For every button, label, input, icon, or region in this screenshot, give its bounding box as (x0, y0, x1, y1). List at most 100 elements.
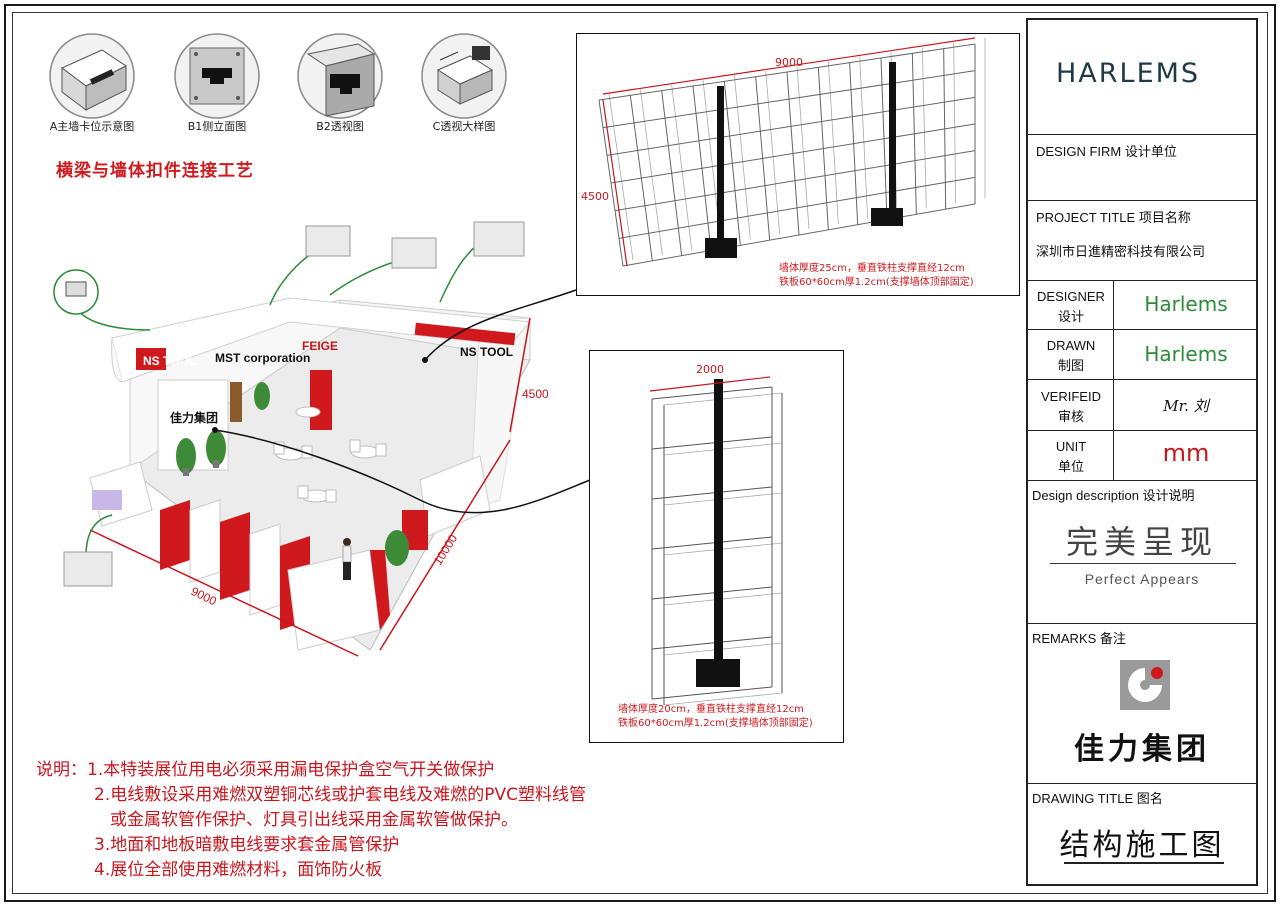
wall-small-dim-top: 2000 (696, 363, 724, 376)
wall-small-note-1: 墙体厚度20cm，垂直铁柱支撑直经12cm (618, 704, 804, 715)
verified-cell: VERIFEID 审核 Mr. 刘 (1028, 380, 1256, 431)
note-line-5: 4.展位全部使用难燃材料，面饰防火板 (94, 860, 383, 880)
unit-cell: UNIT 单位 mm (1028, 431, 1256, 481)
unit-label-en: UNIT (1055, 439, 1087, 454)
wall-small-grid-h (651, 436, 773, 450)
wall-small-dim-top-line (649, 376, 771, 392)
booth-dimension-lines (89, 317, 531, 657)
wall-large-grid-v-back (671, 84, 693, 250)
booth-visitor (342, 538, 352, 580)
verified-signature: Mr. 刘 (1163, 397, 1209, 415)
wall-small-grid-h (651, 486, 773, 500)
joint-c-caption: C透视大样图 (432, 120, 496, 133)
remarks-company-name: 佳力集团 (1074, 732, 1210, 767)
sign-ns-tool-left: NS TOOL (143, 354, 196, 368)
unit-value: mm (1162, 439, 1210, 467)
note-line-3: 或金属软管作保护、灯具引出线采用金属软管做保护。 (110, 810, 518, 830)
design-description-en: Perfect Appears (1084, 571, 1200, 587)
booth-plants (176, 382, 409, 566)
designer-label-box: DESIGNER 设计 (1028, 281, 1114, 329)
booth-render: NS TOOL MST corporation FEIGE NS TOOL 佳力… (89, 297, 549, 657)
drawn-label-cn: 制图 (1057, 358, 1084, 373)
design-description-divider (1050, 563, 1236, 564)
wall-large-grid-v-back (953, 42, 957, 204)
wall-small-grid-h (651, 386, 773, 400)
remarks-cell: REMARKS 备注 佳力集团 (1028, 624, 1256, 784)
wall-large-dim-top: 9000 (775, 56, 803, 69)
drawn-cell: DRAWN 制图 Harlems (1028, 330, 1256, 380)
wall-small-grid-h (651, 686, 773, 700)
sign-feige: FEIGE (302, 339, 338, 353)
inner-frame (12, 12, 1268, 894)
callout-lines (53, 221, 591, 587)
drawn-value: Harlems (1144, 342, 1228, 366)
wall-large-grid-v-back (608, 93, 634, 261)
joint-a-caption: A主墙卡位示意图 (49, 120, 135, 133)
project-title-cell: PROJECT TITLE 项目名称 深圳市日進精密科技有限公司 (1028, 201, 1256, 281)
wall-large-grid-h (622, 203, 976, 267)
drawing-title-label: DRAWING TITLE 图名 (1032, 791, 1163, 806)
wall-large-grid-h (618, 176, 976, 239)
wall-small-panel: 2000 墙体厚度20cm，垂直铁柱支撑直经12cm 铁板60*60cm厚1.2… (589, 350, 844, 743)
verified-value-box: Mr. 刘 (1114, 380, 1258, 430)
drawn-label-box: DRAWN 制图 (1028, 330, 1114, 379)
drawing-title-cell: DRAWING TITLE 图名 结构施工图 (1028, 784, 1256, 886)
wall-large-note-2: 铁板60*60cm厚1.2cm(支撑墙体顶部固定) (779, 277, 974, 288)
wall-large-dim-top-line (602, 37, 976, 95)
joint-process-title: 横梁与墙体扣件连接工艺 (56, 161, 254, 181)
design-firm-label: DESIGN FIRM 设计单位 (1036, 144, 1177, 159)
design-description-cell: Design description 设计说明 完美呈现 Perfect App… (1028, 481, 1256, 624)
joint-b2-icon (297, 33, 383, 119)
design-description-label: Design description 设计说明 (1032, 488, 1195, 503)
wall-large-column-1 (717, 86, 724, 246)
construction-notes: 说明：1.本特装展位用电必须采用漏电保护盒空气开关做保护 2.电线敷设采用难燃双… (36, 758, 586, 883)
verified-label-box: VERIFEID 审核 (1028, 380, 1114, 430)
wall-small-frame (649, 376, 783, 706)
booth-front-counters (160, 499, 390, 651)
wall-large-grid-h (602, 70, 976, 129)
drawing-title-underline (1064, 862, 1224, 864)
wall-large-grid-v-back (796, 65, 810, 230)
wall-large-grid-h (614, 150, 976, 212)
designer-value: Harlems (1144, 292, 1228, 316)
unit-label-cn: 单位 (1057, 459, 1084, 474)
verified-label-en: VERIFEID (1041, 389, 1101, 404)
designer-value-box: Harlems (1114, 281, 1258, 329)
wall-large-dim-left-line (602, 99, 628, 267)
wall-large-base-plate-2 (871, 208, 903, 226)
verified-label-cn: 审核 (1057, 409, 1084, 424)
wall-large-grid-v-back (859, 56, 869, 219)
unit-label-box: UNIT 单位 (1028, 431, 1114, 480)
remarks-label: REMARKS 备注 (1032, 631, 1126, 646)
joint-c-icon (421, 33, 507, 119)
designer-label-en: DESIGNER (1037, 289, 1105, 304)
wall-large-frame (598, 37, 986, 267)
sign-jiali-column: 佳力集团 (170, 410, 218, 425)
unit-value-box: mm (1114, 431, 1258, 480)
booth-dim-height: 4500 (522, 387, 549, 401)
joint-a-icon (49, 33, 135, 119)
wall-large-panel: 9000 4500 墙体厚度25cm，垂直铁柱支撑直经12cm 铁板60*60c… (576, 33, 1020, 296)
note-line-2: 2.电线敷设采用难燃双塑铜芯线或护套电线及难燃的PVC塑料线管 (94, 785, 586, 805)
sign-ns-tool-right: NS TOOL (460, 345, 513, 359)
wall-small-note-2: 铁板60*60cm厚1.2cm(支撑墙体顶部固定) (618, 718, 813, 729)
harlems-logo: HARLEMS (1056, 58, 1201, 89)
sign-mst: MST corporation (215, 351, 310, 365)
project-title-label: PROJECT TITLE 项目名称 (1036, 210, 1191, 225)
jiali-logo-icon (1120, 660, 1170, 710)
wall-large-grid-v-back (921, 47, 927, 209)
designer-cell: DESIGNER 设计 Harlems (1028, 281, 1256, 330)
callout-thumbnails (53, 221, 525, 587)
wall-small-grid-h-back (663, 692, 783, 706)
booth-tables (273, 406, 387, 503)
design-firm-cell: DESIGN FIRM 设计单位 (1028, 135, 1256, 201)
joint-b1-icon (174, 33, 260, 119)
wall-large-grid-h (598, 43, 976, 101)
joint-b2-caption: B2透视图 (316, 120, 364, 133)
note-line-1: 说明：1.本特装展位用电必须采用漏电保护盒空气开关做保护 (36, 760, 495, 780)
wall-large-grid-v-back (639, 89, 663, 255)
title-block: HARLEMS DESIGN FIRM 设计单位 PROJECT TITLE 项… (1026, 18, 1258, 886)
wall-large-grid-v-back (827, 61, 839, 224)
wall-large-base-plate-1 (705, 238, 737, 258)
drawn-value-box: Harlems (1114, 330, 1258, 379)
